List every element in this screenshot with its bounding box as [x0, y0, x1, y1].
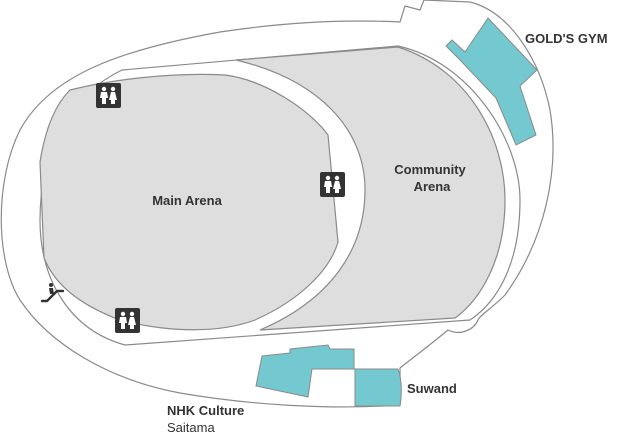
nhk-culture-area[interactable]: [255, 344, 355, 398]
community-arena-label-line2: Arena: [414, 179, 452, 194]
golds-gym-label: GOLD'S GYM: [525, 31, 608, 46]
nhk-culture-label: NHK Culture: [167, 403, 244, 418]
restroom-icon[interactable]: [320, 172, 345, 197]
main-arena-label: Main Arena: [152, 193, 222, 208]
main-arena[interactable]: [39, 73, 339, 331]
suwand-label: Suwand: [407, 381, 457, 396]
community-arena[interactable]: [235, 46, 506, 331]
community-arena-label-line1: Community: [394, 162, 466, 177]
nhk-culture-sublabel: Saitama: [167, 420, 215, 433]
restroom-icon[interactable]: [115, 308, 140, 333]
golds-gym-area[interactable]: [445, 17, 538, 146]
suwand-area[interactable]: [354, 368, 402, 407]
restroom-icon[interactable]: [96, 83, 121, 108]
escalator-icon[interactable]: [40, 283, 65, 303]
